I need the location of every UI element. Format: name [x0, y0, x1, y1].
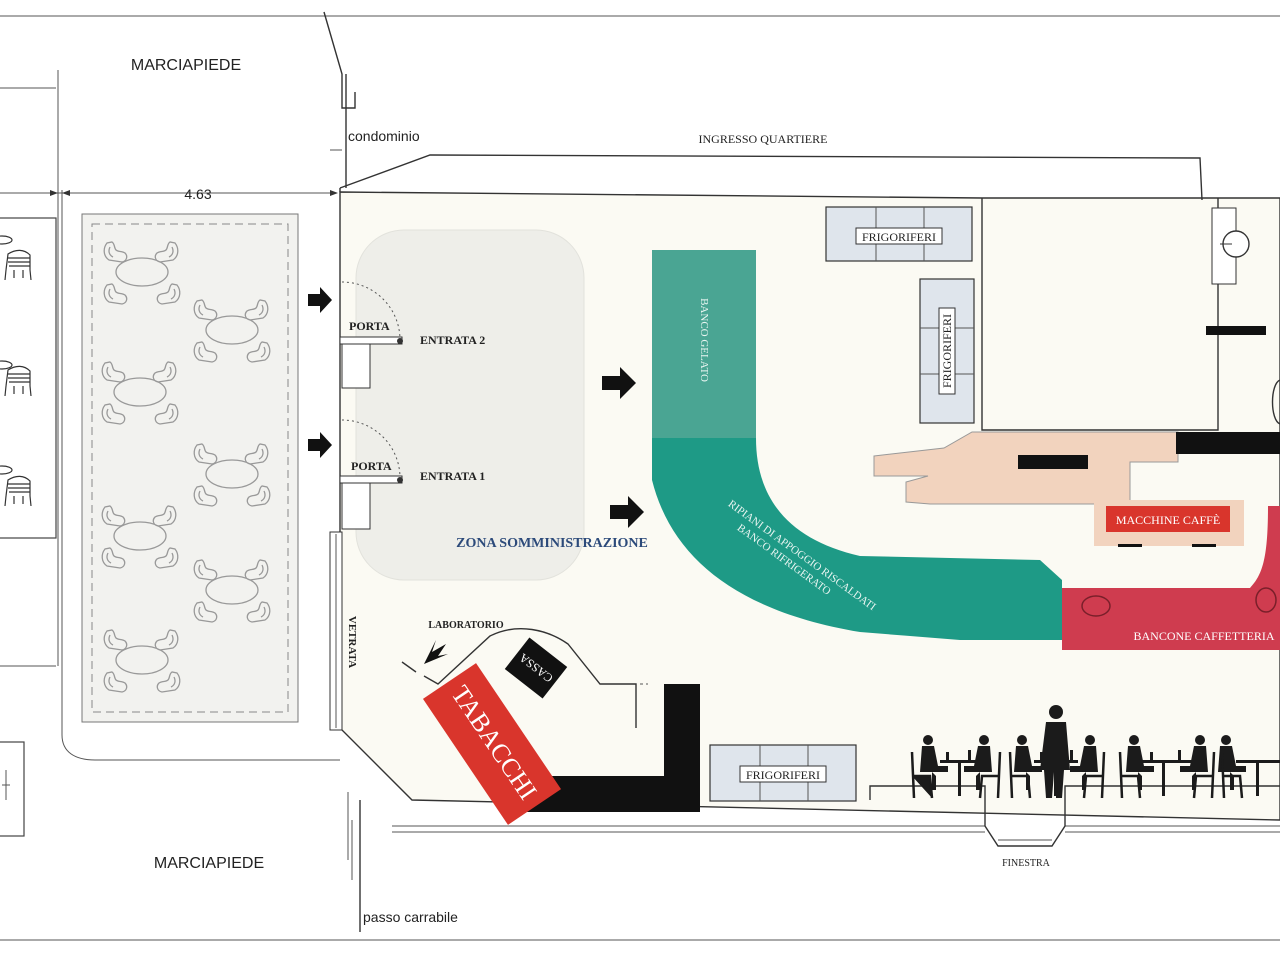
condominio-label: condominio	[348, 128, 420, 144]
banco-gelato-label: BANCO GELATO	[698, 298, 710, 382]
people-silhouette-icon	[910, 705, 1280, 799]
frigoriferi-vertical-label: FRIGORIFERI	[940, 314, 954, 388]
porta-1-label: PORTA	[351, 459, 392, 473]
arrow-down-left-icon	[424, 640, 448, 664]
marciapiede-top-label: MARCIAPIEDE	[131, 57, 241, 74]
back-counter	[1176, 432, 1280, 454]
entrata-1-label: ENTRATA 1	[420, 469, 485, 483]
finestra-label: FINESTRA	[1002, 858, 1051, 869]
ripiani-riscaldati-counter	[652, 438, 1062, 640]
finestra-window	[392, 785, 1280, 847]
laboratorio-label: LABORATORIO	[428, 620, 503, 631]
entrata-2-label: ENTRATA 2	[420, 333, 485, 347]
dimension-label: 4.63	[184, 186, 211, 202]
bancone-caffetteria-label: BANCONE CAFFETTERIA	[1133, 629, 1274, 643]
passo-carrabile-label: passo carrabile	[363, 909, 458, 925]
dimension-line: 4.63	[0, 186, 338, 202]
zona-somministrazione-label: ZONA SOMMINISTRAZIONE	[456, 536, 648, 551]
vetrata-label: VETRATA	[346, 616, 358, 668]
sink-icon	[1211, 207, 1250, 285]
marciapiede-bottom-label: MARCIAPIEDE	[154, 855, 264, 872]
ingresso-quartiere-label: INGRESSO QUARTIERE	[699, 132, 828, 146]
arrow-right-icon	[610, 496, 644, 528]
frigoriferi-bottom-label: FRIGORIFERI	[746, 768, 820, 782]
arrows	[308, 287, 644, 664]
frigoriferi-top-label: FRIGORIFERI	[862, 230, 936, 244]
banco-gelato: BANCO GELATO	[652, 250, 756, 438]
frigoriferi-top: FRIGORIFERI	[825, 206, 973, 262]
cassa-block: CASSA	[504, 637, 568, 699]
arrow-right-icon	[602, 367, 636, 399]
frigoriferi-vertical: FRIGORIFERI	[919, 278, 975, 424]
arrow-right-icon	[308, 287, 332, 313]
bancone-caffetteria	[1062, 506, 1280, 650]
patio-chairs	[0, 235, 32, 507]
door-entrata-1[interactable]	[339, 419, 403, 530]
tabacchi-counter	[520, 684, 700, 812]
zona-somministrazione-area	[355, 229, 585, 581]
macchine-caffe-counter: MACCHINE CAFFÈ	[873, 431, 1244, 547]
frigoriferi-bottom: FRIGORIFERI	[709, 744, 857, 802]
outdoor-tables-chairs	[101, 241, 271, 693]
arrow-right-icon	[308, 432, 332, 458]
porta-2-label: PORTA	[349, 319, 390, 333]
macchine-caffe-label: MACCHINE CAFFÈ	[1116, 513, 1220, 527]
door-entrata-2[interactable]	[339, 281, 403, 389]
